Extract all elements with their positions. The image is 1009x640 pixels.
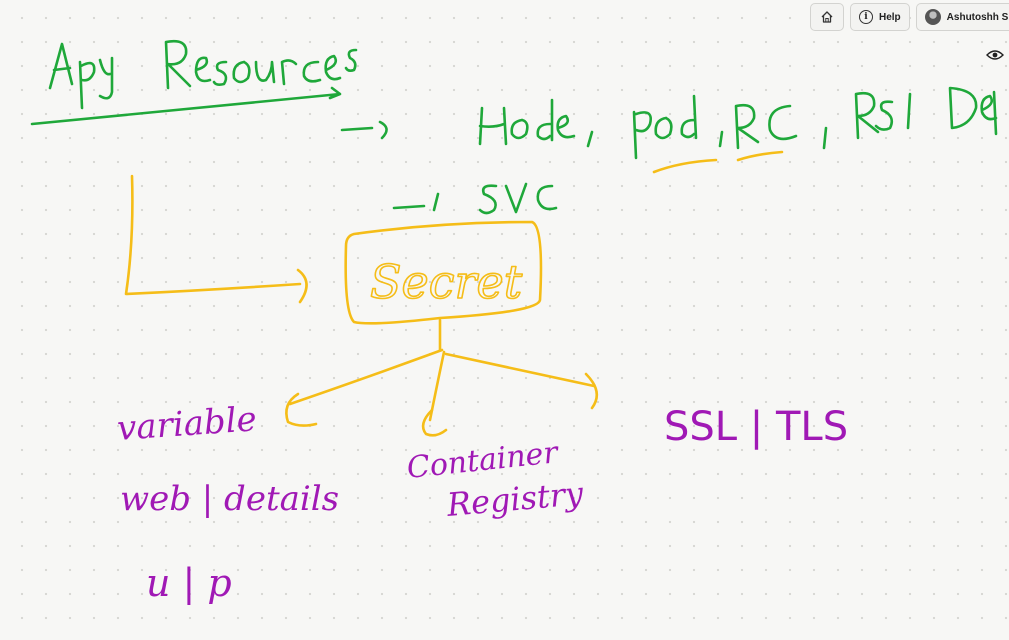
handwritten-svc <box>392 182 558 215</box>
info-icon: i <box>859 10 873 24</box>
handwritten-resources-line <box>340 86 998 160</box>
svg-text:variable: variable <box>116 399 258 449</box>
user-name: Ashutoshh Si <box>946 11 1009 23</box>
svg-text:Registry: Registry <box>444 474 585 524</box>
home-icon <box>821 11 833 23</box>
home-button[interactable] <box>810 3 844 31</box>
secret-branches <box>285 318 599 437</box>
secret-box: Secret <box>344 220 543 325</box>
handwritten-purple-notes: variable web | details u | p Container R… <box>116 399 848 605</box>
svg-text:web | details: web | details <box>120 479 339 519</box>
top-toolbar: i Help Ashutoshh Si <box>810 2 1009 32</box>
svg-text:u | p: u | p <box>146 561 232 605</box>
help-button[interactable]: i Help <box>850 3 910 31</box>
svg-text:Secret: Secret <box>370 255 523 309</box>
svg-text:SSL | TLS: SSL | TLS <box>664 404 848 450</box>
yellow-arrow <box>124 174 308 304</box>
avatar <box>924 9 941 25</box>
eye-icon[interactable] <box>985 48 1005 62</box>
help-label: Help <box>879 11 901 23</box>
handwritten-title <box>30 39 358 126</box>
user-menu-button[interactable]: Ashutoshh Si <box>915 3 1009 31</box>
highlight-underlines <box>652 150 784 174</box>
